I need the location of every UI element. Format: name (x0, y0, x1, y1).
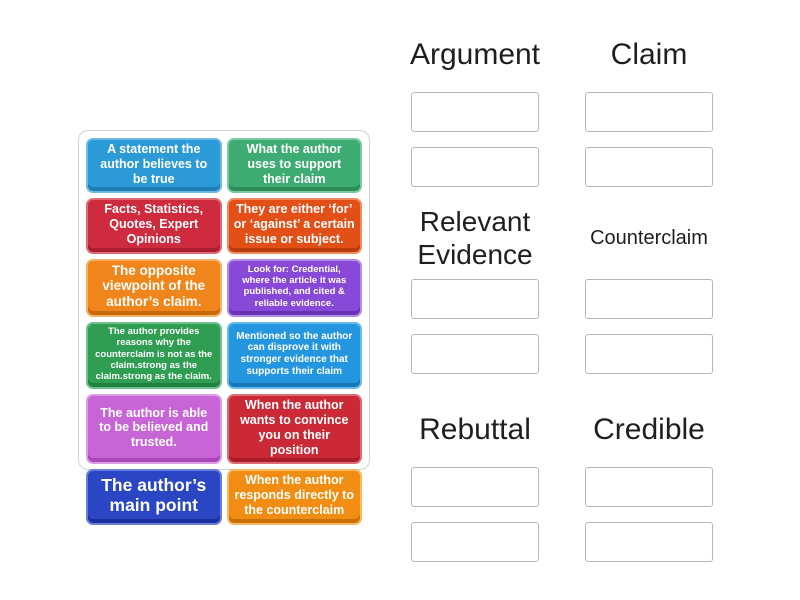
definition-card-convince-position[interactable]: When the author wants to convince you on… (226, 394, 362, 465)
definition-card-mentioned-disprove[interactable]: Mentioned so the author can disprove it … (226, 322, 362, 390)
drop-slot-claim-2[interactable] (585, 147, 713, 187)
drop-slot-claim-1[interactable] (585, 92, 713, 132)
category-group-counterclaim: Counterclaim (564, 205, 734, 389)
category-header-credible: Credible (593, 413, 705, 446)
category-group-argument: Argument (390, 33, 560, 202)
definition-card-look-for-credential[interactable]: Look for: Credential, where the article … (226, 258, 362, 318)
drop-slot-relevant-evidence-1[interactable] (411, 279, 539, 319)
category-header-claim: Claim (610, 38, 688, 71)
drop-slot-counterclaim-1[interactable] (585, 279, 713, 319)
category-header-argument: Argument (409, 38, 541, 71)
category-header-rebuttal: Rebuttal (419, 413, 531, 446)
drop-slot-argument-1[interactable] (411, 92, 539, 132)
definition-card-statement-true[interactable]: A statement the author believes to be tr… (86, 138, 222, 194)
category-header-counterclaim: Counterclaim (590, 226, 708, 249)
definition-card-responds-directly[interactable]: When the author responds directly to the… (226, 469, 362, 525)
definition-card-facts-statistics[interactable]: Facts, Statistics, Quotes, Expert Opinio… (86, 198, 222, 254)
drop-slot-credible-2[interactable] (585, 522, 713, 562)
category-group-credible: Credible (564, 408, 734, 577)
category-header-relevant-evidence: Relevant Evidence (417, 206, 533, 270)
drop-slot-rebuttal-1[interactable] (411, 467, 539, 507)
drop-slot-argument-2[interactable] (411, 147, 539, 187)
drop-slot-counterclaim-2[interactable] (585, 334, 713, 374)
category-group-rebuttal: Rebuttal (390, 408, 560, 577)
definition-card-main-point[interactable]: The author’s main point (86, 469, 222, 525)
definition-card-supports-claim[interactable]: What the author uses to support their cl… (226, 138, 362, 194)
drop-slot-relevant-evidence-2[interactable] (411, 334, 539, 374)
drop-slot-rebuttal-2[interactable] (411, 522, 539, 562)
definition-card-provides-reasons[interactable]: The author provides reasons why the coun… (86, 322, 222, 390)
drop-slot-credible-1[interactable] (585, 467, 713, 507)
definition-card-for-or-against[interactable]: They are either ‘for’ or ‘against’ a cer… (226, 198, 362, 254)
ungrouped-cards-panel: A statement the author believes to be tr… (78, 130, 370, 525)
category-group-claim: Claim (564, 33, 734, 202)
category-group-relevant-evidence: Relevant Evidence (390, 205, 560, 389)
definition-card-believed-trusted[interactable]: The author is able to be believed and tr… (86, 394, 222, 465)
definition-card-opposite-viewpoint[interactable]: The opposite viewpoint of the author’s c… (86, 258, 222, 318)
